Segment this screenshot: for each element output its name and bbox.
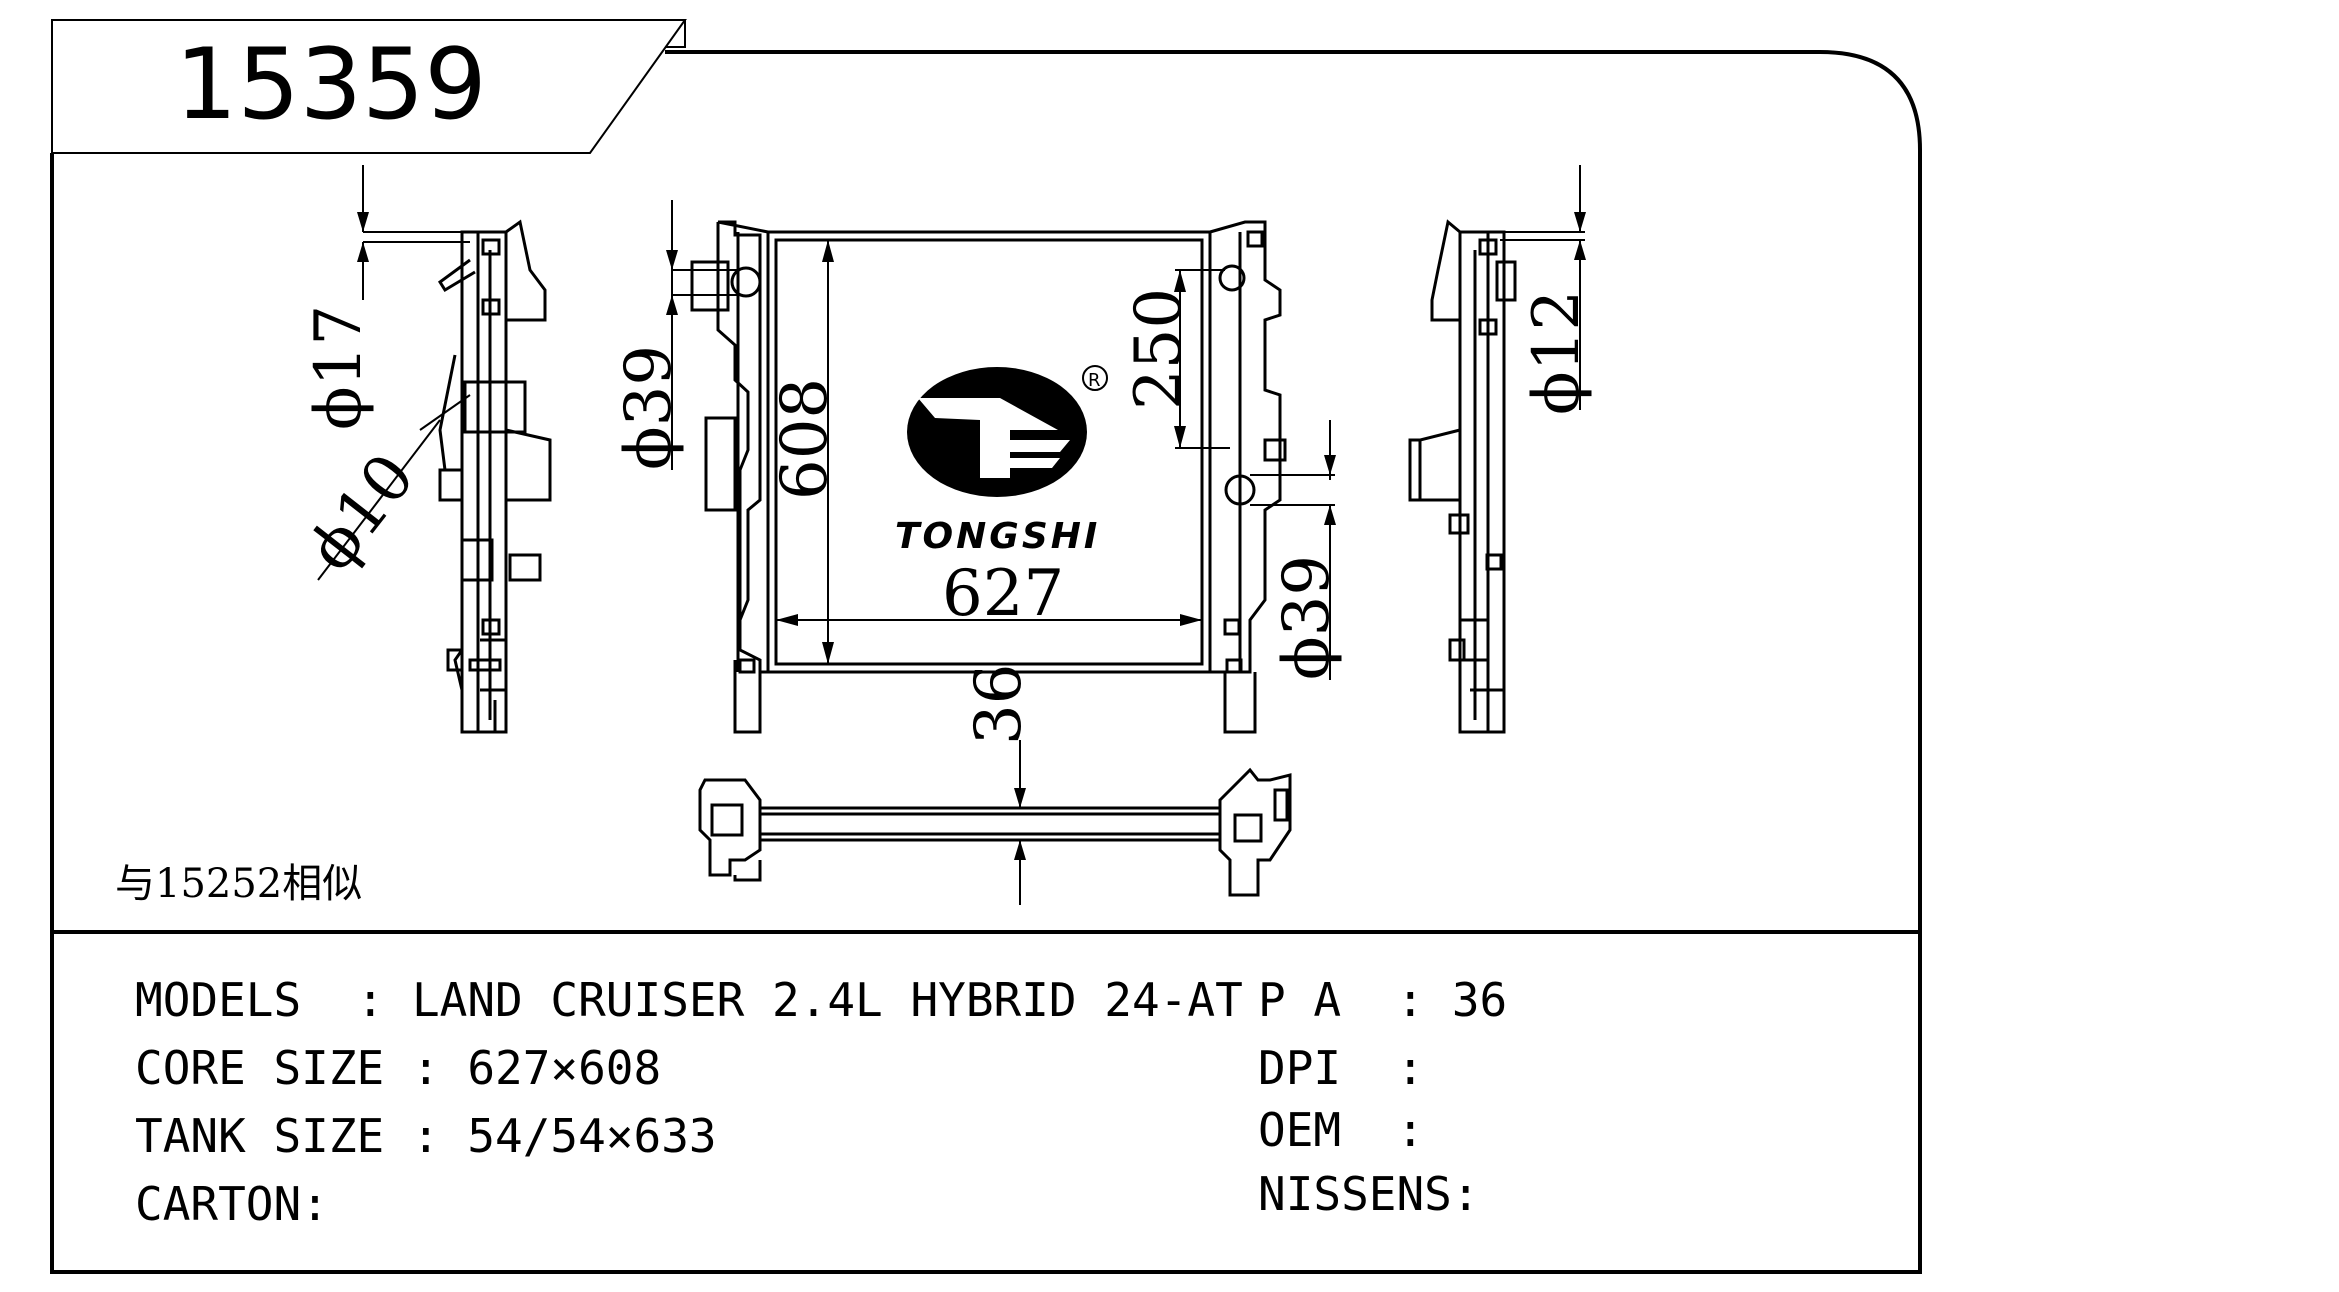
dim-height-608: 608 xyxy=(768,378,842,500)
spec-pa: P A : 36 xyxy=(1258,973,1507,1027)
spec-core-size: CORE SIZE : 627×608 xyxy=(135,1041,661,1095)
dim-thickness-36: 36 xyxy=(962,664,1036,745)
similar-note: 与15252相似 xyxy=(115,861,362,907)
logo-text: TONGSHI xyxy=(895,516,1100,557)
front-view xyxy=(690,220,1287,734)
dim-phi39-left: ϕ39 xyxy=(612,345,686,470)
dim-phi10: ϕ10 xyxy=(294,441,429,585)
bottom-dimensions: 36 xyxy=(962,664,1036,905)
right-side-view xyxy=(1408,219,1517,734)
bottom-view xyxy=(698,767,1292,897)
left-dimensions: ϕ17 ϕ10 xyxy=(294,165,471,585)
dim-phi39-right: ϕ39 xyxy=(1270,555,1344,680)
spec-dpi: DPI : xyxy=(1258,1041,1424,1095)
main-frame xyxy=(50,50,1922,1274)
title-tab: 15359 xyxy=(51,19,687,154)
tongshi-logo: R TONGSHI xyxy=(895,365,1108,557)
left-side-view xyxy=(437,219,552,734)
spec-nissens: NISSENS: xyxy=(1258,1167,1480,1221)
front-dimensions: ϕ39 608 627 250 ϕ39 xyxy=(612,200,1344,680)
spec-models: MODELS : LAND CRUISER 2.4L HYBRID 24-AT xyxy=(135,973,1243,1027)
spec-carton: CARTON: xyxy=(135,1177,329,1231)
right-dimensions: ϕ12 xyxy=(1500,165,1594,415)
dim-phi17: ϕ17 xyxy=(302,305,376,430)
spec-tank-size: TANK SIZE : 54/54×633 xyxy=(135,1109,717,1163)
dim-width-627: 627 xyxy=(942,557,1064,631)
registered-mark: R xyxy=(1088,370,1101,391)
spec-oem: OEM : xyxy=(1258,1103,1424,1157)
dim-250: 250 xyxy=(1122,288,1196,410)
registered-mark-icon xyxy=(1082,365,1108,391)
part-number: 15359 xyxy=(175,28,487,142)
dim-phi12: ϕ12 xyxy=(1520,290,1594,415)
spec-table: MODELS : LAND CRUISER 2.4L HYBRID 24-AT … xyxy=(135,973,1507,1231)
